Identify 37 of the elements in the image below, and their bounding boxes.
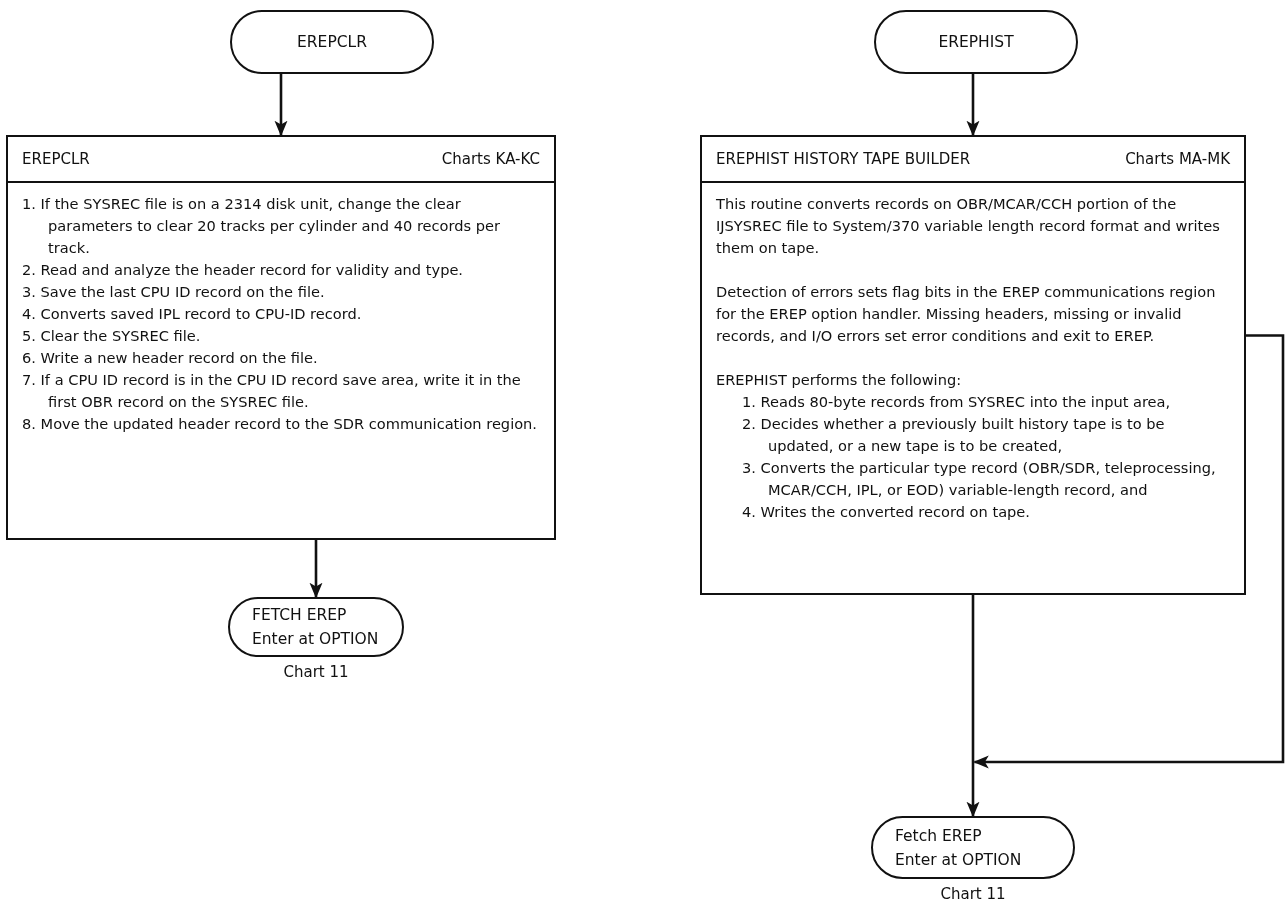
terminal-label: EREPCLR: [297, 32, 367, 53]
numbered-step: 8. Move the updated header record to the SDR communication region.: [22, 413, 540, 435]
arrow: [274, 74, 288, 137]
box-title: EREPHIST HISTORY TAPE BUILDER: [716, 150, 971, 168]
numbered-step: 4. Writes the converted record on tape.: [716, 501, 1230, 523]
terminal-label: Enter at OPTION: [895, 849, 1022, 871]
arrow: [966, 74, 980, 137]
numbered-step: 3. Converts the particular type record (OBR/SDR, teleprocessing, MCAR/CCH, IPL, or EOD) variable-length record, and: [716, 457, 1230, 501]
box-title: EREPCLR: [22, 150, 90, 168]
numbered-step: 5. Clear the SYSREC file.: [22, 325, 540, 347]
arrow: [966, 595, 980, 818]
terminal-label: EREPHIST: [938, 32, 1014, 53]
description-text: EREPHIST performs the following:: [716, 370, 963, 390]
terminal-label: FETCH EREP: [252, 605, 347, 626]
arrow: [309, 540, 323, 599]
process-box: [700, 135, 1246, 595]
process-box: [6, 135, 556, 540]
terminal-shape: [228, 597, 404, 657]
numbered-step: 2. Read and analyze the header record for validity and type.: [22, 259, 540, 281]
terminal-shape: [874, 10, 1078, 74]
terminal-label: Fetch EREP: [895, 825, 982, 847]
numbered-step: 7. If a CPU ID record is in the CPU ID record save area, write it in the first OBR record on the SYSREC file.: [22, 369, 540, 413]
numbered-step: 3. Save the last CPU ID record on the file.: [22, 281, 540, 303]
chart-reference: Chart 11: [939, 885, 1007, 903]
numbered-step: 1. Reads 80-byte records from SYSREC into the input area,: [716, 391, 1230, 413]
arrow: [973, 334, 1285, 769]
chart-reference: Chart 11: [282, 663, 350, 681]
numbered-step: 2. Decides whether a previously built history tape is to be updated, or a new tape is to be created,: [716, 413, 1230, 457]
numbered-step: 1. If the SYSREC file is on a 2314 disk unit, change the clear parameters to clear 20 tracks per cylinder and 40 records per track.: [22, 193, 540, 259]
description-text: Detection of errors sets flag bits in the EREP communications region for the EREP option handler. Missing headers, missing or invalid records, and I/O errors set error conditions and exit to EREP.: [716, 282, 1217, 346]
description-text: This routine converts records on OBR/MCAR/CCH portion of the IJSYSREC file to System/370 variable length record format and writes them on tape.: [716, 194, 1221, 258]
terminal-label: Enter at OPTION: [252, 629, 379, 650]
terminal-shape: [230, 10, 434, 74]
chart-reference: Charts KA-KC: [441, 150, 540, 168]
numbered-step: 4. Converts saved IPL record to CPU-ID record.: [22, 303, 540, 325]
chart-reference: Charts MA-MK: [1125, 150, 1230, 168]
numbered-step: 6. Write a new header record on the file.: [22, 347, 540, 369]
